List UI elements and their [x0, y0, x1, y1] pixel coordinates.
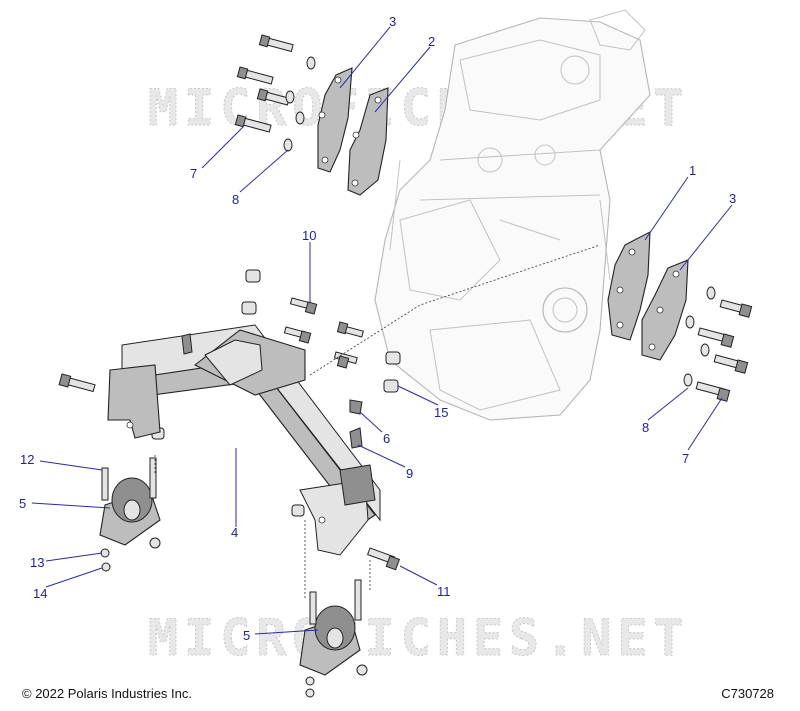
callout-1: 1: [689, 163, 696, 178]
callout-2: 2: [428, 34, 435, 49]
callout-6: 6: [383, 431, 390, 446]
mount-plate-3-upper[interactable]: [317, 67, 353, 173]
watermark-bottom: MICROFICHES.NET: [148, 609, 690, 667]
callout-14: 14: [33, 586, 47, 601]
callout-5-bottom: 5: [243, 628, 250, 643]
callout-4: 4: [231, 525, 238, 540]
callout-13: 13: [30, 555, 44, 570]
clip-upper[interactable]: [181, 333, 193, 355]
callout-5-left: 5: [19, 496, 26, 511]
callout-7-lower: 7: [682, 451, 689, 466]
callout-7-upper: 7: [190, 166, 197, 181]
callout-10: 10: [302, 228, 316, 243]
mount-plate-2[interactable]: [347, 87, 389, 196]
bolt-set-middle[interactable]: [58, 297, 364, 393]
bolt-set-right[interactable]: [683, 286, 753, 402]
callouts: 1 2 3 3 4 5 5 6 7 7 8 8 9 10 11 12 13 14…: [19, 14, 736, 643]
callout-12: 12: [20, 452, 34, 467]
leader-lines: [31, 26, 733, 635]
clip-6[interactable]: [349, 399, 363, 415]
alignment-lines: [154, 244, 601, 600]
callout-3-lower: 3: [729, 191, 736, 206]
clip-9[interactable]: [349, 427, 363, 449]
crossmember-frame[interactable]: [107, 324, 381, 556]
bolt-set-upper-left[interactable]: [234, 34, 316, 152]
engine-mount-bottom[interactable]: [299, 579, 368, 698]
mount-plate-1[interactable]: [607, 231, 651, 341]
callout-8-lower: 8: [642, 420, 649, 435]
copyright-text: © 2022 Polaris Industries Inc.: [22, 686, 192, 701]
figure-code: C730728: [721, 686, 774, 701]
engine-assembly: [374, 9, 651, 421]
engine-mount-left[interactable]: [99, 457, 161, 572]
callout-3-upper: 3: [389, 14, 396, 29]
callout-11: 11: [437, 584, 451, 599]
bolt-11[interactable]: [366, 547, 401, 571]
callout-15: 15: [434, 405, 448, 420]
callout-8-upper: 8: [232, 192, 239, 207]
mount-plate-3-lower[interactable]: [641, 259, 689, 361]
callout-9: 9: [406, 466, 413, 481]
